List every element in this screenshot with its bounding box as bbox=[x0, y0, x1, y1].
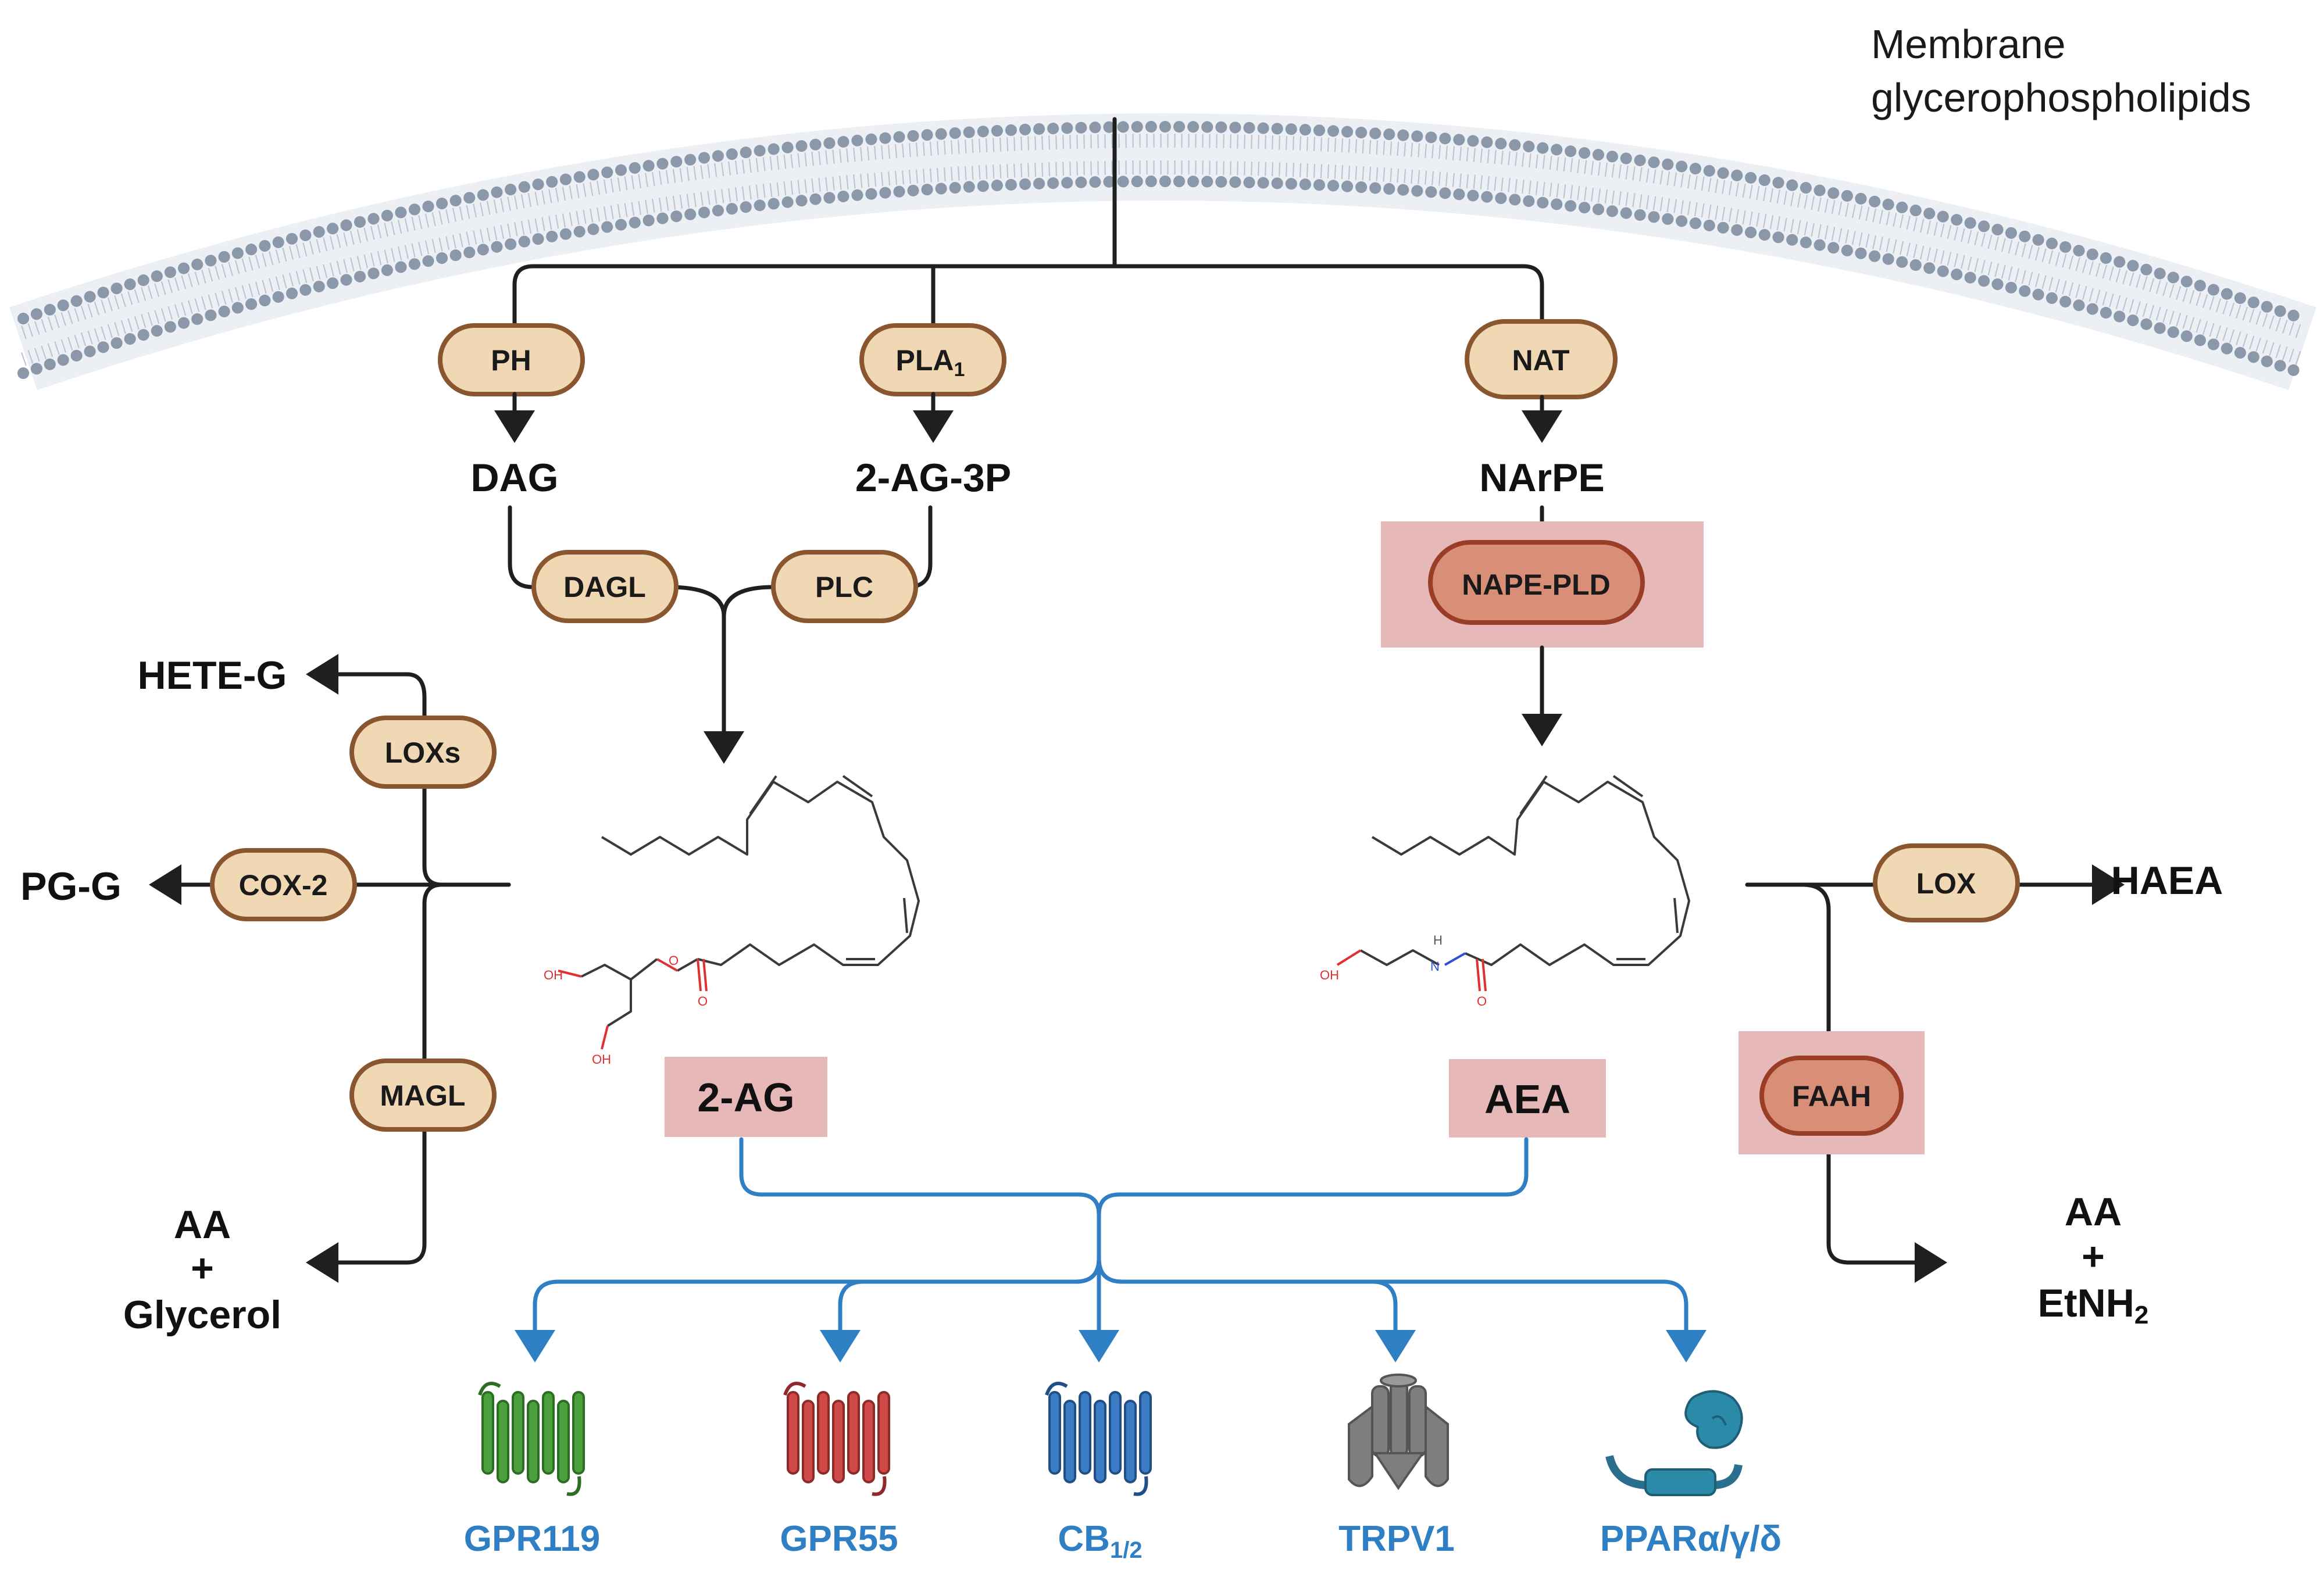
atom-n: N bbox=[1430, 959, 1440, 974]
receptor-label-ppar: PPARα/γ/δ bbox=[1600, 1519, 1782, 1559]
receptor-label-cb: CB1/2 bbox=[1058, 1519, 1142, 1563]
metabolite-hete-g: HETE-G bbox=[138, 653, 287, 698]
atom-o-aea: O bbox=[1477, 994, 1487, 1008]
atom-o-ester: O bbox=[669, 953, 679, 968]
svg-text:LOXs: LOXs bbox=[385, 736, 461, 769]
enzyme-faah: FAAH bbox=[1759, 1056, 1904, 1136]
svg-text:FAAH: FAAH bbox=[1792, 1080, 1871, 1113]
enzyme-pla1: PLA1 bbox=[859, 323, 1006, 396]
aea-highlight-box bbox=[1449, 1059, 1606, 1138]
membrane-label-line2: glycerophospholipids bbox=[1871, 75, 2251, 120]
metabolite-etnh2: EtNH2 bbox=[2038, 1281, 2149, 1329]
metabolite-dag: DAG bbox=[470, 456, 558, 500]
svg-text:NAT: NAT bbox=[1512, 344, 1569, 377]
svg-text:NAPE-PLD: NAPE-PLD bbox=[1462, 568, 1611, 601]
atom-oh-aea: OH bbox=[1320, 968, 1339, 982]
atom-oh-1: OH bbox=[544, 968, 563, 982]
svg-text:MAGL: MAGL bbox=[380, 1079, 465, 1112]
svg-text:COX-2: COX-2 bbox=[239, 869, 328, 902]
metabolite-aa-left: AA bbox=[174, 1203, 231, 1247]
metabolite-2-ag-3p: 2-AG-3P bbox=[855, 456, 1011, 500]
metabolite-glycerol: Glycerol bbox=[123, 1293, 281, 1337]
two-ag-highlight-box bbox=[665, 1057, 827, 1137]
ppar-nuclear-receptor-icon bbox=[1605, 1390, 1743, 1496]
atom-h-amide: H bbox=[1433, 933, 1443, 947]
enzyme-magl: MAGL bbox=[349, 1058, 497, 1132]
metabolite-narpe: NArPE bbox=[1479, 456, 1604, 500]
enzyme-loxs: LOXs bbox=[349, 716, 497, 789]
cb-receptor-icon bbox=[1045, 1382, 1152, 1496]
membrane-label-line1: Membrane bbox=[1871, 22, 2066, 67]
enzyme-nape-pld: NAPE-PLD bbox=[1428, 540, 1645, 625]
atom-oh-2: OH bbox=[592, 1052, 611, 1067]
molecule-2ag-structure: OH O O OH bbox=[544, 775, 920, 1067]
gpr119-receptor-icon bbox=[478, 1382, 585, 1496]
ligand-aea: AEA bbox=[1484, 1077, 1570, 1122]
svg-text:PH: PH bbox=[491, 344, 531, 377]
membrane-bilayer bbox=[9, 113, 2316, 391]
receptor-label-gpr55: GPR55 bbox=[780, 1519, 898, 1559]
gpr55-receptor-icon bbox=[783, 1382, 890, 1496]
receptor-connection-lines bbox=[515, 1137, 1707, 1362]
membrane-branch-lines bbox=[512, 117, 1544, 342]
enzyme-ph: PH bbox=[438, 323, 585, 396]
receptor-label-trpv1: TRPV1 bbox=[1338, 1519, 1455, 1559]
enzyme-dagl: DAGL bbox=[531, 550, 679, 623]
enzyme-plc: PLC bbox=[771, 550, 918, 623]
receptor-label-gpr119: GPR119 bbox=[464, 1519, 600, 1559]
svg-text:PLC: PLC bbox=[815, 571, 873, 603]
enzyme-nat: NAT bbox=[1465, 319, 1618, 399]
enzyme-lox: LOX bbox=[1873, 843, 2020, 922]
metabolite-haea: HAEA bbox=[2111, 859, 2223, 903]
svg-text:DAGL: DAGL bbox=[563, 571, 646, 603]
ligand-2-ag: 2-AG bbox=[697, 1075, 794, 1120]
molecule-aea-structure: N H OH O bbox=[1320, 775, 1690, 1008]
trpv1-channel-icon bbox=[1348, 1374, 1449, 1490]
dagl-plc-lines bbox=[508, 505, 933, 764]
svg-text:LOX: LOX bbox=[1916, 867, 1976, 900]
atom-o-carbonyl: O bbox=[698, 994, 708, 1008]
plus-left: + bbox=[191, 1246, 214, 1290]
enzyme-cox2: COX-2 bbox=[210, 848, 357, 921]
plus-right: + bbox=[2082, 1235, 2105, 1279]
metabolite-pg-g: PG-G bbox=[20, 864, 122, 909]
metabolite-aa-right: AA bbox=[2065, 1190, 2122, 1234]
svg-text:PLA1: PLA1 bbox=[896, 344, 965, 381]
